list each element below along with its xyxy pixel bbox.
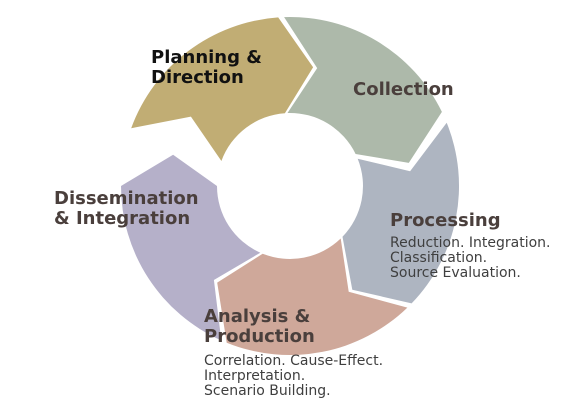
processing-title: Processing <box>390 210 501 231</box>
dissemination-integration-title-line-2: & Integration <box>54 208 191 229</box>
analysis-production-title-line-1: Analysis & <box>204 306 311 327</box>
analysis-production-title-line-2: Production <box>204 326 315 347</box>
collection-segment <box>284 16 442 163</box>
analysis-production-detail-3: Scenario Building. <box>204 383 331 399</box>
dissemination-integration-title-line-1: Dissemination <box>54 188 199 209</box>
planning-direction-segment <box>131 17 314 162</box>
analysis-production-detail-2: Interpretation. <box>204 368 306 384</box>
planning-direction-title-line-1: Planning & <box>151 47 262 68</box>
dissemination-integration-segment <box>121 154 261 341</box>
processing-segment <box>342 122 460 304</box>
processing-detail-3: Source Evaluation. <box>390 265 521 281</box>
analysis-production-detail-1: Correlation. Cause-Effect. <box>204 353 384 369</box>
planning-direction-title-line-2: Direction <box>151 67 244 88</box>
processing-detail-2: Classification. <box>390 250 488 266</box>
collection-title: Collection <box>353 79 454 100</box>
analysis-production-segment <box>217 238 408 356</box>
processing-detail-1: Reduction. Integration. <box>390 235 551 251</box>
